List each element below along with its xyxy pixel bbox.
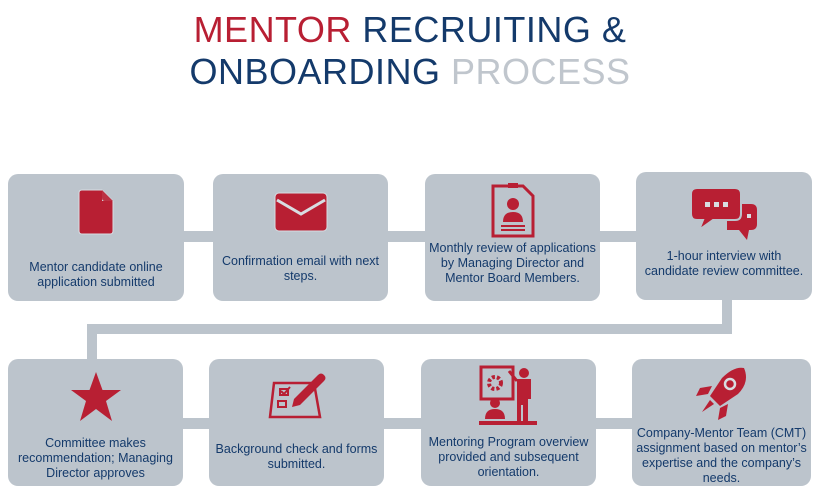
step-8-box: Company-Mentor Team (CMT) assignment bas… [632, 359, 811, 486]
step-5-label: Committee makes recommendation; Managing… [18, 436, 173, 480]
connector-down-left [87, 324, 97, 364]
document-icon [78, 189, 114, 235]
title-onboarding: ONBOARDING [189, 51, 441, 92]
step-2-label: Confirmation email with next steps. [221, 254, 379, 283]
envelope-icon [274, 192, 327, 232]
chat-bubbles-icon [690, 187, 757, 240]
rocket-icon [695, 367, 746, 420]
title-recruiting: RECRUITING & [362, 9, 627, 50]
step-6-box: Background check and forms submitted. [209, 359, 384, 486]
step-3-label: Monthly review of applications by Managi… [429, 241, 596, 285]
step-5-box: Committee makes recommendation; Managing… [8, 359, 183, 486]
resume-clipboard-icon [491, 183, 534, 238]
step-4-box: 1-hour interview with candidate review c… [636, 172, 812, 300]
step-4-label: 1-hour interview with candidate review c… [644, 249, 804, 278]
step-7-label: Mentoring Program overview provided and … [428, 435, 589, 479]
checklist-pencil-icon [268, 373, 325, 419]
connector-across [87, 324, 732, 334]
step-2-box: Confirmation email with next steps. [213, 174, 388, 301]
step-8-label: Company-Mentor Team (CMT) assignment bas… [636, 426, 807, 485]
title-mentor: MENTOR [193, 9, 352, 50]
step-7-box: Mentoring Program overview provided and … [421, 359, 596, 486]
title-line-2: ONBOARDING PROCESS [0, 52, 820, 92]
step-6-label: Background check and forms submitted. [215, 442, 378, 471]
star-icon [70, 372, 121, 421]
presentation-icon [478, 365, 537, 425]
title-line-1: MENTOR RECRUITING & [0, 10, 820, 50]
step-1-label: Mentor candidate online application subm… [29, 260, 163, 289]
title-process: PROCESS [451, 51, 631, 92]
step-3-box: Monthly review of applications by Managi… [425, 174, 600, 301]
connector-down-right [722, 290, 732, 334]
connector-row2 [150, 418, 670, 429]
step-1-box: Mentor candidate online application subm… [8, 174, 184, 301]
connector-row1 [150, 231, 670, 242]
